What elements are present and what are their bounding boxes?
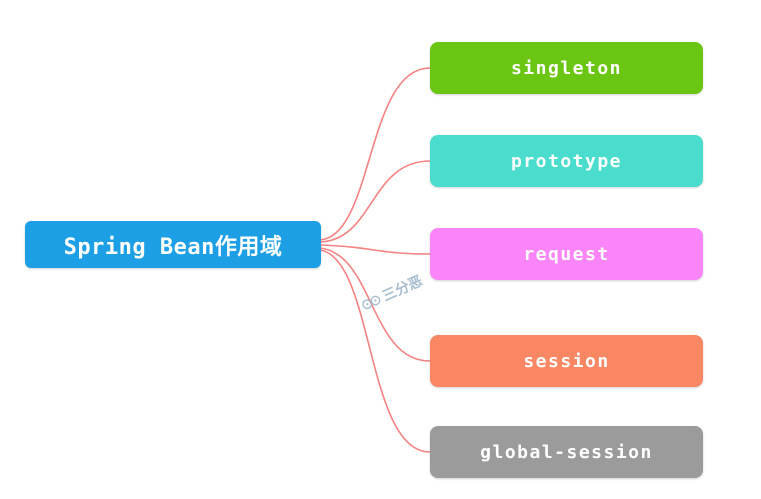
connector-line-request	[319, 244, 431, 255]
watermark-text: 三分恶	[380, 273, 426, 305]
root-node-spring-bean-scope[interactable]: Spring Bean作用域	[25, 221, 321, 268]
connector-line-session	[319, 247, 431, 362]
child-node-label: session	[523, 350, 610, 372]
child-node-label: request	[523, 243, 610, 265]
child-node-label: prototype	[510, 150, 623, 172]
watermark: 三分恶	[358, 270, 426, 315]
child-node-session[interactable]: session	[430, 335, 703, 387]
child-node-global-session[interactable]: global-session	[430, 426, 703, 478]
child-node-request[interactable]: request	[430, 228, 703, 280]
child-node-label: singleton	[510, 57, 623, 79]
connector-line-singleton	[319, 67, 431, 241]
child-node-singleton[interactable]: singleton	[430, 42, 703, 94]
child-node-label: global-session	[480, 441, 653, 463]
root-node-label: Spring Bean作用域	[63, 234, 283, 260]
connector-line-global-session	[319, 249, 431, 453]
connector-line-prototype	[319, 160, 431, 243]
glasses-face-icon	[359, 292, 383, 312]
child-node-prototype[interactable]: prototype	[430, 135, 703, 187]
